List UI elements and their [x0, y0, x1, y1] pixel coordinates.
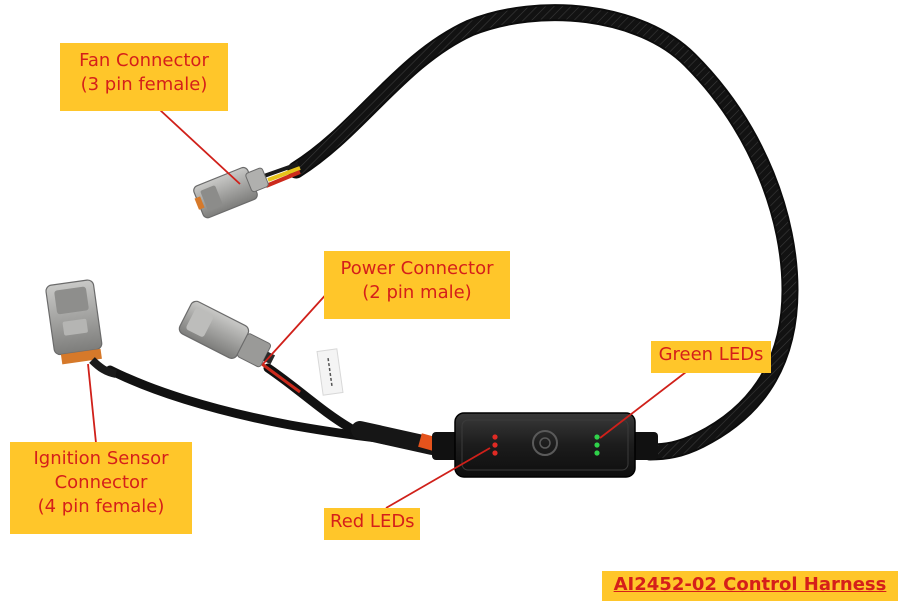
heat-shrink	[351, 421, 441, 455]
red-leader-line	[385, 447, 491, 509]
fan-connector-icon	[193, 166, 269, 219]
fan-connector-label: Fan Connector	[79, 50, 209, 71]
fan-connector-pin-label: (3 pin female)	[80, 73, 208, 95]
power-connector-icon	[178, 300, 276, 368]
leader-lines	[87, 109, 687, 509]
green-leds-label: Green LEDs	[658, 344, 764, 365]
power-connector-label: Power Connector	[340, 258, 494, 279]
red-leds-callout: Red LEDs	[324, 508, 420, 540]
braided-cable	[287, 4, 799, 461]
power-connector-pin-label: (2 pin male)	[362, 281, 472, 303]
ignition-leader-line	[87, 363, 97, 444]
ignition-pin-label: (4 pin female)	[37, 495, 165, 517]
power-leader-line	[262, 289, 331, 365]
red-leds-label: Red LEDs	[330, 511, 415, 532]
part-number-tag	[316, 348, 344, 396]
power-connector-callout: Power Connector (2 pin male)	[324, 251, 510, 319]
fan-leader-line	[159, 109, 241, 185]
red-led-icon	[492, 434, 498, 456]
ignition-connector-label: Connector	[54, 471, 148, 493]
green-leds-callout: Green LEDs	[651, 341, 771, 373]
circular-logo-icon	[532, 430, 558, 456]
ignition-sensor-label: Ignition Sensor	[33, 448, 169, 469]
ignition-sensor-connector-callout: Ignition Sensor Connector (4 pin female)	[10, 442, 192, 534]
fan-wires	[263, 162, 301, 188]
control-module	[432, 412, 658, 478]
harness-title: AI2452-02 Control Harness	[602, 571, 898, 601]
fan-connector-callout: Fan Connector (3 pin female)	[60, 43, 228, 111]
ignition-connector-icon	[45, 279, 103, 365]
green-leader-line	[599, 371, 687, 439]
green-led-icon	[594, 434, 600, 456]
